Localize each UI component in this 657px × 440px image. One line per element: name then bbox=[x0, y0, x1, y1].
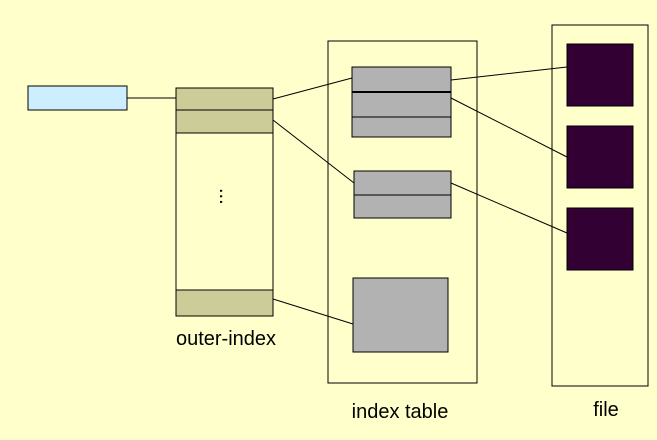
file-frame bbox=[551, 24, 649, 387]
index-block-2-entry-2 bbox=[353, 194, 452, 219]
file bbox=[551, 24, 649, 387]
line-outer-entry-last-to-index-block-3 bbox=[272, 298, 354, 325]
outer-index-entry-1 bbox=[175, 87, 274, 111]
outer-index-entry-2 bbox=[175, 109, 274, 134]
file-label: file bbox=[593, 399, 619, 421]
index-block-3 bbox=[352, 277, 449, 353]
outer-index: ... bbox=[175, 87, 274, 317]
line-index-entry-1-to-file-block-1 bbox=[450, 66, 568, 81]
line-outer-entry-1-to-index-block-1 bbox=[272, 77, 353, 100]
index-block-1-entry-3 bbox=[351, 116, 452, 138]
line-index-entry-3-to-file-block-3 bbox=[450, 182, 568, 234]
index-block-1-entry-2 bbox=[351, 91, 452, 118]
outer-index-entry-last bbox=[175, 289, 274, 317]
connector-lines bbox=[127, 66, 568, 325]
index-table bbox=[327, 40, 478, 384]
index-block-2-entry-1 bbox=[353, 170, 452, 196]
index-table-label: index table bbox=[352, 401, 449, 423]
index-table-frame bbox=[327, 40, 478, 384]
outer-index-label: outer-index bbox=[176, 328, 276, 350]
file-block-2 bbox=[566, 125, 634, 189]
outer-index-ellipsis: ... bbox=[215, 188, 237, 205]
file-block-1 bbox=[566, 43, 634, 107]
index-block-1-entry-1 bbox=[351, 66, 452, 93]
line-index-entry-2-to-file-block-2 bbox=[450, 97, 568, 158]
file-block-3 bbox=[566, 207, 634, 271]
line-outer-entry-2-to-index-block-2 bbox=[272, 119, 355, 184]
pointer-box bbox=[27, 85, 128, 111]
